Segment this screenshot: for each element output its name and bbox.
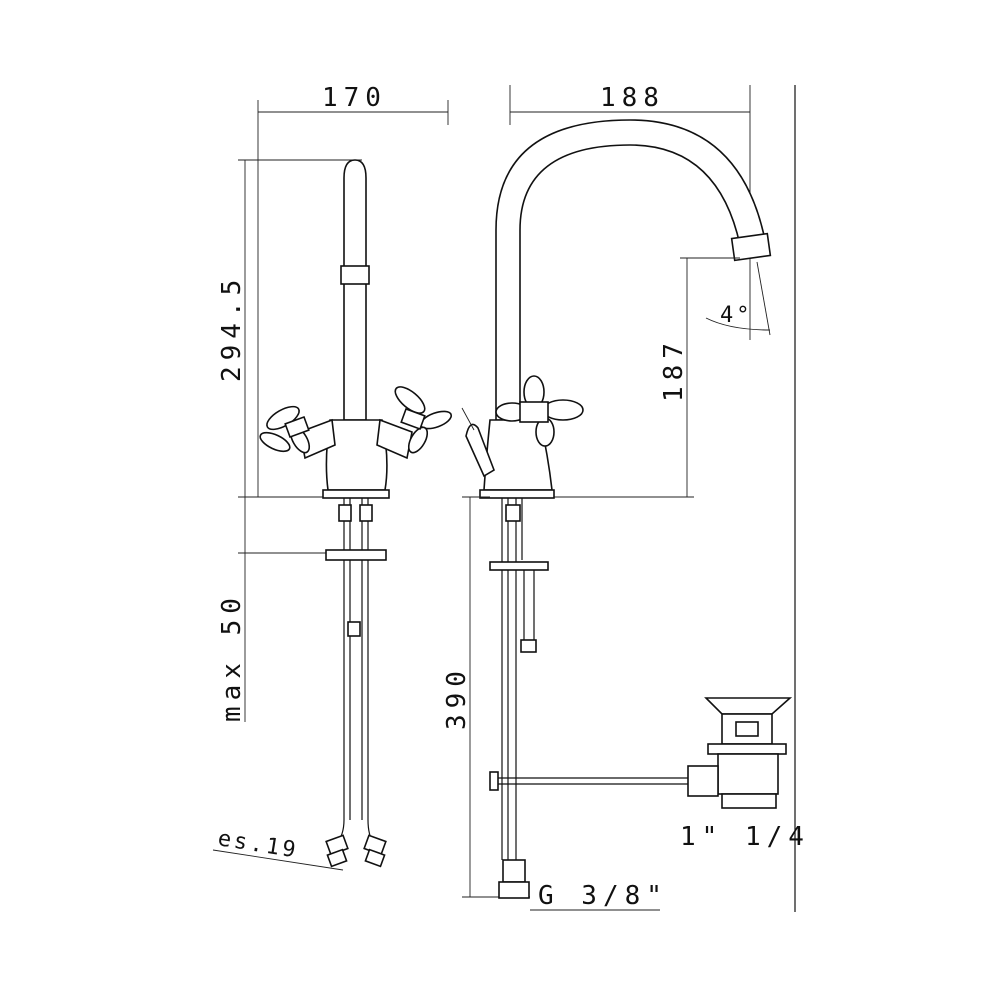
front-nut-plate bbox=[325, 549, 387, 561]
waste-connector bbox=[687, 765, 719, 797]
side-nut-plate bbox=[489, 561, 549, 571]
gooseneck-spout bbox=[495, 119, 766, 421]
front-body bbox=[325, 419, 388, 491]
left-cross-handle bbox=[259, 405, 311, 454]
angle-arc bbox=[705, 317, 771, 331]
thread-label: G 3/8" bbox=[538, 881, 668, 911]
waste-assembly bbox=[687, 697, 793, 809]
side-cross-handle bbox=[495, 375, 584, 447]
waste-label: 1" 1/4 bbox=[680, 822, 810, 852]
dim-label-187: 187 bbox=[659, 337, 689, 402]
side-view: 188 187 4° bbox=[442, 83, 810, 912]
dim-label-294: 294.5 bbox=[217, 274, 247, 382]
front-spout bbox=[343, 159, 367, 421]
dim-label-188: 188 bbox=[600, 83, 665, 113]
dim-label-es19: es.19 bbox=[216, 826, 300, 863]
right-cross-handle bbox=[394, 386, 453, 454]
dim-line-es19 bbox=[212, 849, 344, 871]
side-base-plate bbox=[479, 489, 555, 499]
threaded-rod-end bbox=[347, 621, 361, 637]
front-base-plate bbox=[322, 489, 390, 499]
aerator bbox=[730, 232, 772, 262]
side-hose-nut bbox=[502, 859, 526, 883]
dim-label-390: 390 bbox=[442, 665, 472, 730]
dim-label-angle: 4° bbox=[720, 303, 753, 328]
popup-lever bbox=[465, 423, 495, 478]
front-view: 170 294.5 max 50 bbox=[212, 83, 453, 871]
dim-label-max50: max 50 bbox=[217, 592, 247, 722]
spout-ring bbox=[340, 265, 370, 285]
dim-label-170: 170 bbox=[322, 83, 387, 113]
